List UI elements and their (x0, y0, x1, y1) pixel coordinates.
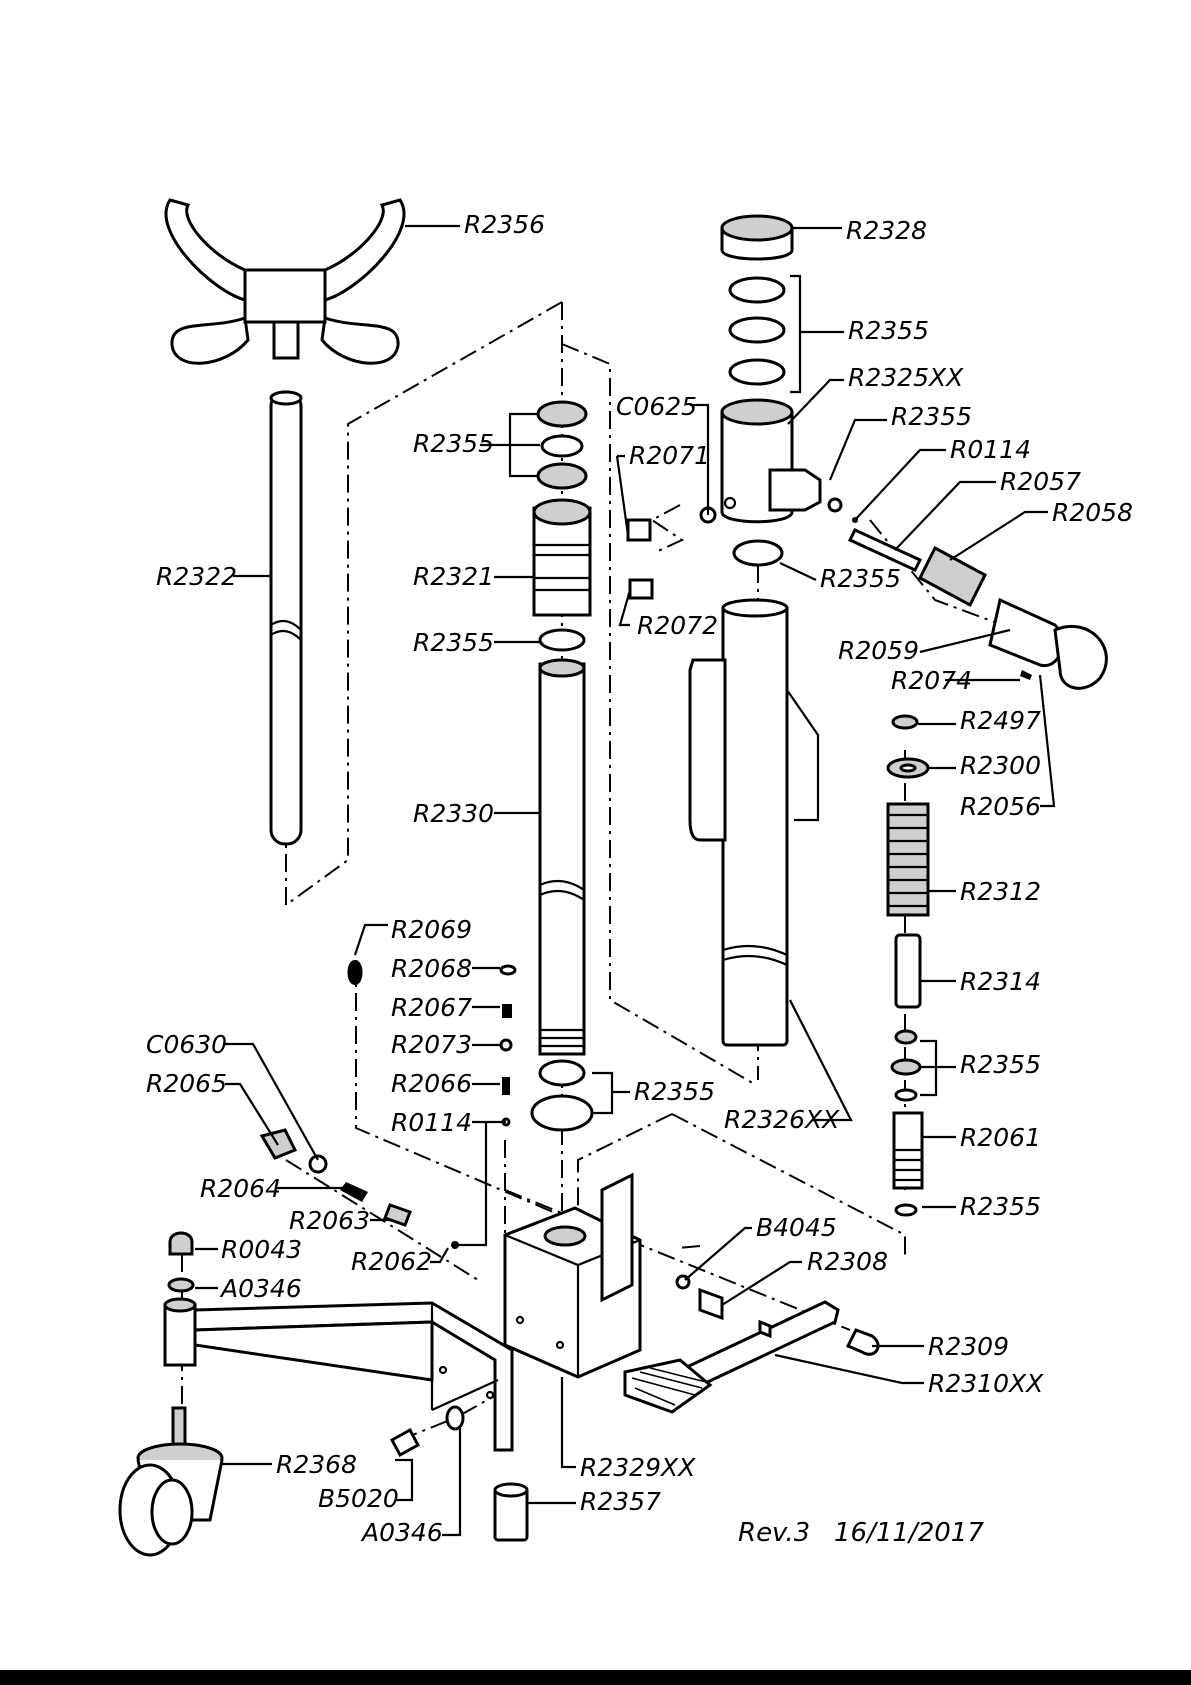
outer-tube-part (688, 598, 820, 1047)
part-label-r2063: R2063 (289, 1206, 370, 1235)
part-label-r2314: R2314 (960, 967, 1041, 996)
part-label-a0346-top: A0346 (219, 1274, 302, 1303)
part-label-r2329xx: R2329XX (580, 1453, 696, 1482)
caster-wheel-part (118, 1406, 224, 1557)
part-label-r2368: R2368 (276, 1450, 357, 1479)
part-label-r2356: R2356 (464, 210, 545, 239)
part-label-r2071: R2071 (629, 441, 710, 470)
part-label-r2074: R2074 (891, 666, 972, 695)
part-label-r2355-left2: R2355 (413, 628, 494, 657)
part-label-r2069: R2069 (391, 915, 472, 944)
part-label-c0630: C0630 (146, 1030, 227, 1059)
part-label-r2064: R2064 (200, 1174, 281, 1203)
part-label-r2065: R2065 (146, 1069, 227, 1098)
part-label-r2308: R2308 (807, 1247, 888, 1276)
part-label-r2059: R2059 (838, 636, 919, 665)
long-rod-part (269, 390, 303, 846)
part-label-r2072: R2072 (637, 611, 718, 640)
top-cap-part (720, 214, 794, 261)
pedal-arm-part (623, 1274, 880, 1414)
part-label-r2330: R2330 (413, 799, 494, 828)
part-label-r2058: R2058 (1052, 498, 1133, 527)
part-label-r2310xx: R2310XX (928, 1369, 1044, 1398)
part-label-r2300: R2300 (960, 751, 1041, 780)
part-label-r2073: R2073 (391, 1030, 472, 1059)
inner-tube-part (538, 658, 586, 1056)
part-label-r2057: R2057 (1000, 467, 1081, 496)
part-label-r2326xx: R2326XX (724, 1105, 840, 1134)
cylinder-head-part (720, 398, 822, 524)
part-label-r2067: R2067 (391, 993, 472, 1022)
part-label-r0114-top: R0114 (950, 435, 1031, 464)
part-label-r2309: R2309 (928, 1332, 1009, 1361)
date-text: 16/11/2017 (834, 1518, 984, 1548)
part-label-c0625: C0625 (616, 392, 697, 421)
part-label-r2312: R2312 (960, 877, 1041, 906)
part-label-r2325xx: R2325XX (848, 363, 964, 392)
part-label-r2355-r2: R2355 (960, 1050, 1041, 1079)
bottom-rings (530, 1059, 594, 1132)
leader-lines (195, 224, 1056, 1537)
handle-assembly-right (847, 528, 1108, 690)
bottom-bolts (389, 1405, 529, 1542)
seal-rings-center (728, 274, 802, 567)
leg-frame-part (163, 1297, 514, 1452)
part-label-r2068: R2068 (391, 954, 472, 983)
part-label-r2355-top: R2355 (848, 316, 929, 345)
part-label-r0043: R0043 (221, 1235, 302, 1264)
part-label-r2062: R2062 (351, 1247, 432, 1276)
part-label-r2321: R2321 (413, 562, 494, 591)
part-label-r2355-left: R2355 (413, 429, 494, 458)
revision-text: Rev.3 (738, 1518, 810, 1548)
part-label-r2355-bot: R2355 (634, 1077, 715, 1106)
part-label-r2328: R2328 (846, 216, 927, 245)
part-label-r2357: R2357 (580, 1487, 661, 1516)
part-label-r2497: R2497 (960, 706, 1041, 735)
cap-nut-part (167, 1231, 195, 1293)
right-spring-stack (886, 714, 930, 1217)
part-label-r2061: R2061 (960, 1123, 1041, 1152)
part-label-a0346-bot: A0346 (360, 1518, 443, 1547)
piston-part (532, 498, 592, 617)
part-label-r2355-r3: R2355 (960, 1192, 1041, 1221)
part-label-r2056: R2056 (960, 792, 1041, 821)
page-bottom-border (0, 1670, 1191, 1685)
part-label-r2066: R2066 (391, 1069, 472, 1098)
part-label-r0114-bot: R0114 (391, 1108, 472, 1137)
saddle-head-part (164, 198, 406, 365)
part-label-r2322: R2322 (156, 562, 237, 591)
part-label-b5020: B5020 (318, 1484, 399, 1513)
part-label-r2355-right: R2355 (891, 402, 972, 431)
part-label-r2355-mid: R2355 (820, 564, 901, 593)
small-vertical-stack (347, 960, 517, 1127)
seal-rings-left (536, 400, 588, 652)
part-label-b4045: B4045 (756, 1213, 837, 1242)
base-block-part (503, 1172, 642, 1379)
